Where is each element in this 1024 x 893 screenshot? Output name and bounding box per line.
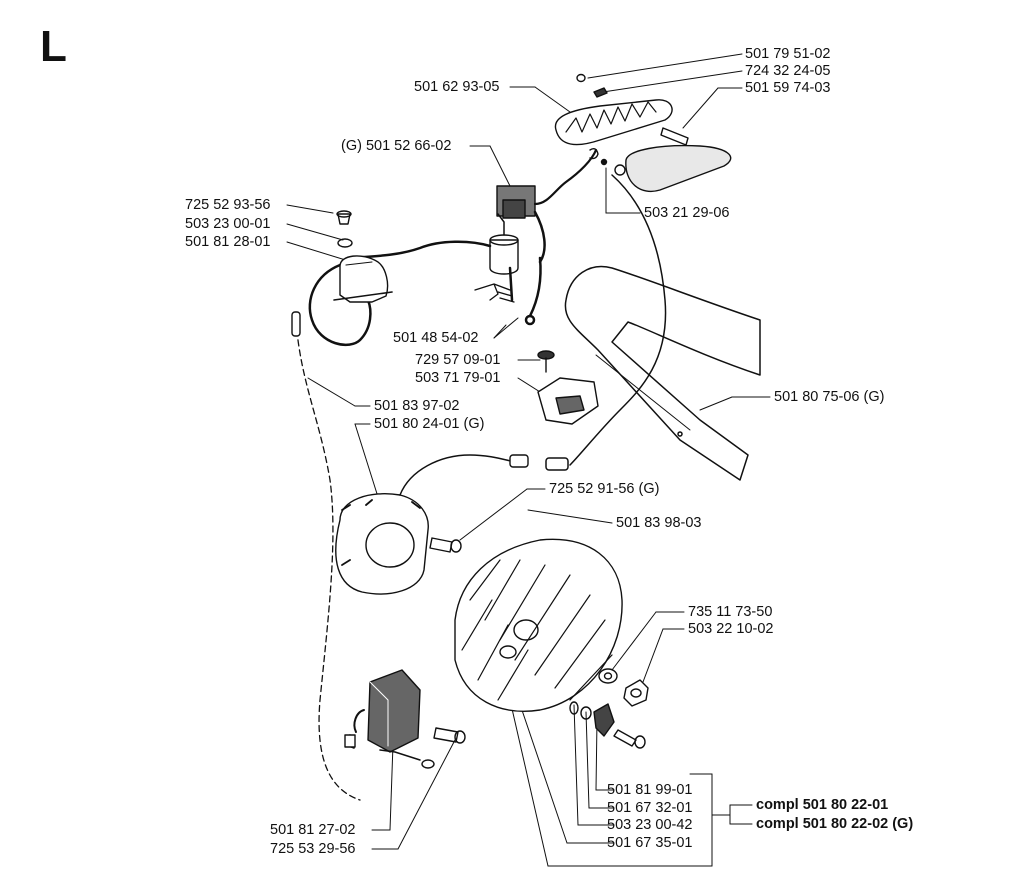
part-label-725-52-93-56: 725 52 93-56 <box>185 197 271 213</box>
flywheel <box>454 538 623 712</box>
screw-stator <box>429 537 462 553</box>
assembly-label-501-80-22-02: compl 501 80 22-02 (G) <box>756 816 914 832</box>
nut-washer <box>598 668 649 707</box>
part-label-503-22-10-02: 503 22 10-02 <box>688 621 774 637</box>
spring-clip <box>589 147 608 166</box>
spring <box>474 283 515 303</box>
screw-coil <box>433 727 466 744</box>
part-label-501-81-99-01: 501 81 99-01 <box>607 782 693 798</box>
part-label-501-83-97-02: 501 83 97-02 <box>374 398 460 414</box>
assembly-label-501-80-22-01: compl 501 80 22-01 <box>756 797 889 813</box>
part-label-501-81-27-02: 501 81 27-02 <box>270 822 356 838</box>
part-label-501-52-66-02: (G) 501 52 66-02 <box>341 138 452 154</box>
part-label-503-21-29-06: 503 21 29-06 <box>644 205 730 221</box>
part-label-501-79-51-02: 501 79 51-02 <box>745 46 831 62</box>
part-label-503-23-00-42: 503 23 00-42 <box>607 817 693 833</box>
shield-plate <box>614 144 732 192</box>
part-label-501-80-75-06: 501 80 75-06 (G) <box>774 389 885 405</box>
part-label-501-48-54-02: 501 48 54-02 <box>393 330 479 346</box>
part-label-503-71-79-01: 503 71 79-01 <box>415 370 501 386</box>
part-label-735-11-73-50: 735 11 73-50 <box>688 604 773 620</box>
pawl-assembly <box>569 701 646 749</box>
cover-plate <box>554 99 673 146</box>
bracket-part <box>537 350 599 425</box>
part-label-501-67-32-01: 501 67 32-01 <box>607 800 693 816</box>
part-label-501-59-74-03: 501 59 74-03 <box>745 80 831 96</box>
wire-end <box>291 311 301 337</box>
part-label-724-32-24-05: 724 32 24-05 <box>745 63 831 79</box>
ignition-switch <box>496 148 598 219</box>
stator-coil <box>335 454 529 595</box>
part-label-503-23-00-01: 503 23 00-01 <box>185 216 271 232</box>
part-label-501-80-24-01: 501 80 24-01 (G) <box>374 416 485 432</box>
section-letter: L <box>40 22 67 71</box>
wires <box>308 210 546 347</box>
dashed-wire <box>295 319 361 801</box>
screw-top <box>576 73 608 98</box>
part-label-501-83-98-03: 501 83 98-03 <box>616 515 702 531</box>
part-label-725-53-29-56: 725 53 29-56 <box>270 841 356 857</box>
part-label-501-62-93-05: 501 62 93-05 <box>414 79 500 95</box>
ignition-cover <box>333 255 393 303</box>
handle <box>564 265 761 481</box>
part-label-501-81-28-01: 501 81 28-01 <box>185 234 271 250</box>
part-label-501-67-35-01: 501 67 35-01 <box>607 835 693 851</box>
screw-washer <box>336 210 353 248</box>
condenser <box>348 213 519 275</box>
part-label-729-57-09-01: 729 57 09-01 <box>415 352 501 368</box>
pin <box>660 127 689 146</box>
ignition-coil <box>344 669 435 769</box>
long-wire <box>545 174 667 471</box>
part-label-725-52-91-56: 725 52 91-56 (G) <box>549 481 660 497</box>
